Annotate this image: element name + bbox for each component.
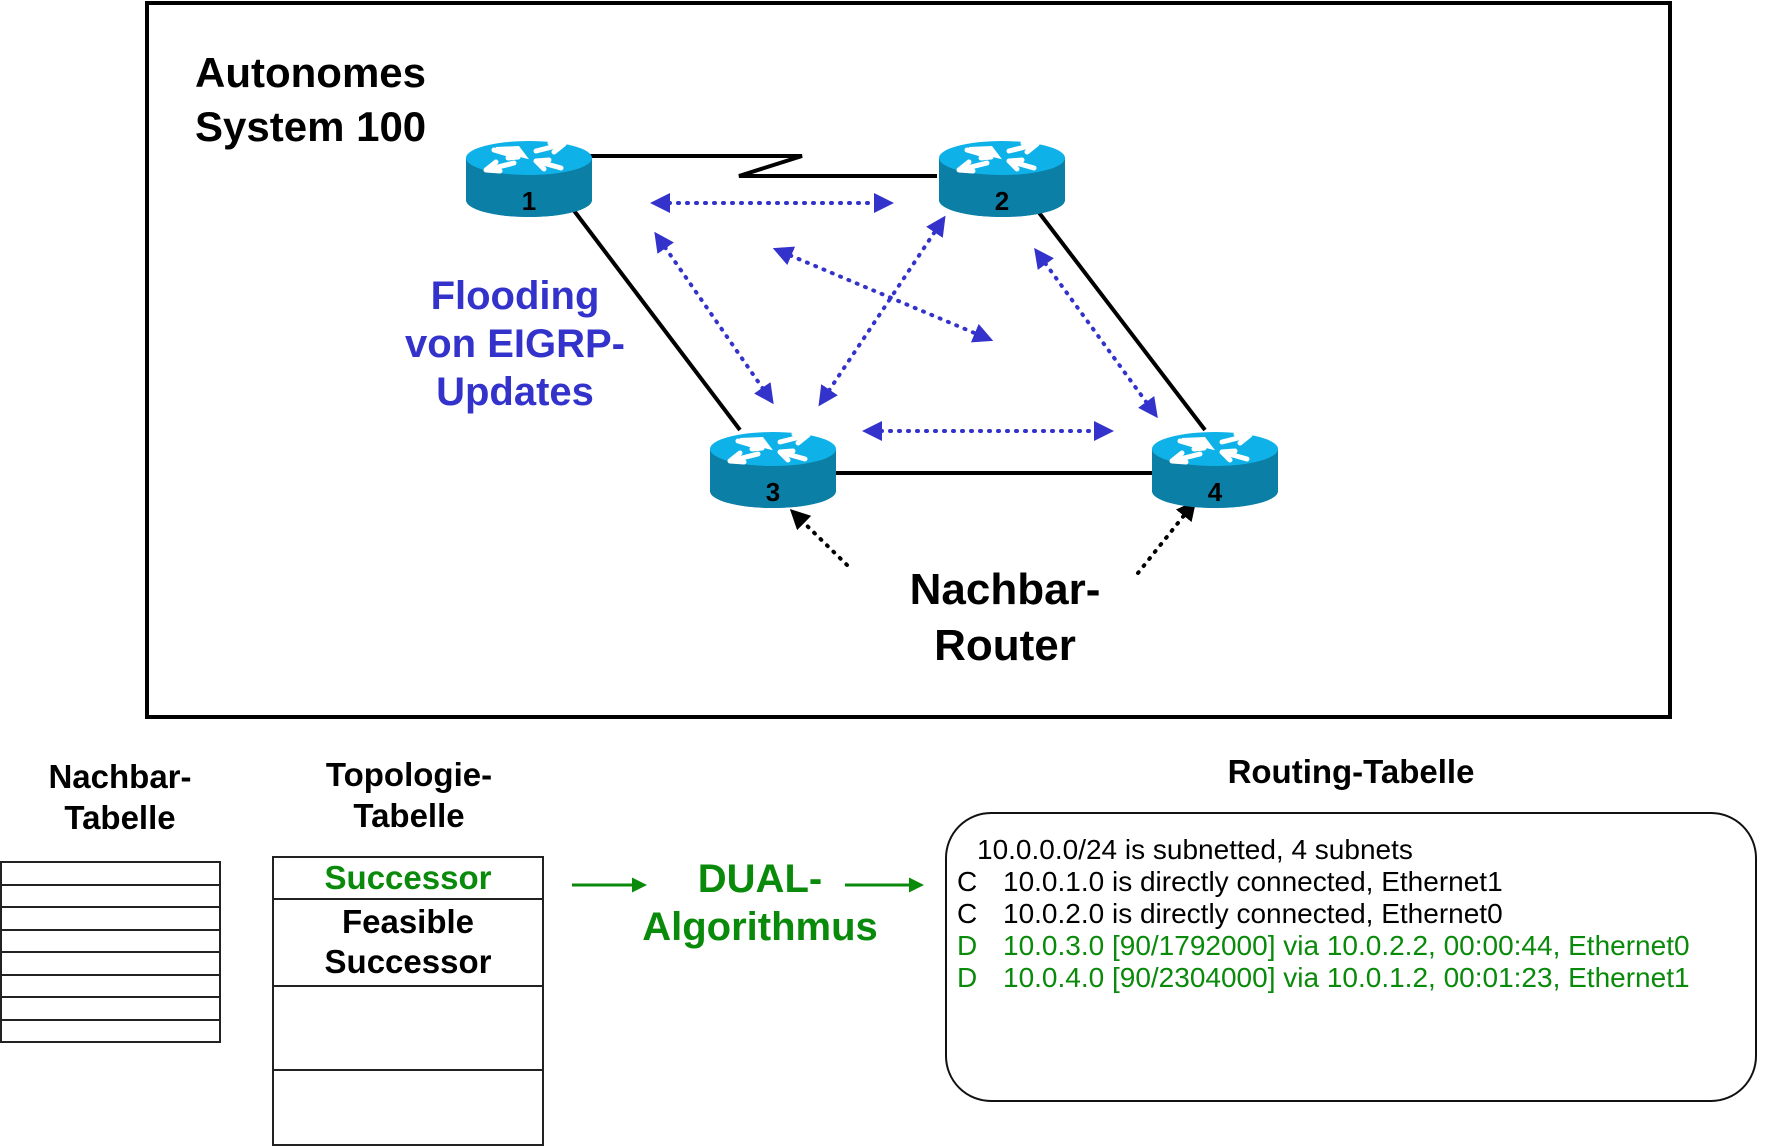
flooding-label: Flooding von EIGRP- Updates — [395, 272, 635, 416]
flooding-line1: Flooding — [430, 274, 600, 318]
flooding-line2: von EIGRP- — [404, 322, 626, 366]
neighbor-table-row — [2, 908, 219, 931]
flood-arrow-3-2 — [818, 215, 946, 407]
feasible-line2: Successor — [324, 943, 492, 980]
neighbor-table-row — [2, 953, 219, 976]
flood-arrow-1-3 — [654, 231, 774, 405]
svg-text:1: 1 — [522, 186, 536, 216]
dual-algorithm-label: DUAL- Algorithmus — [620, 855, 900, 951]
neighbor-router-line1: Nachbar- — [909, 565, 1101, 614]
neighbor-table — [0, 861, 221, 1043]
route-code: D — [957, 930, 978, 961]
topology-feasible-successor-row: Feasible Successor — [274, 900, 542, 987]
neighbor-table-title: Nachbar- Tabelle — [0, 756, 240, 838]
feasible-line1: Feasible — [341, 903, 475, 940]
router-3-icon: 3 — [710, 432, 836, 508]
routing-table-row: D 10.0.4.0 [90/2304000] via 10.0.1.2, 00:… — [957, 960, 1690, 996]
neighbor-router-label: Nachbar- Router — [870, 562, 1140, 674]
route-text: 10.0.1.0 is directly connected, Ethernet… — [1003, 866, 1503, 897]
routing-table-row: C 10.0.2.0 is directly connected, Etherne… — [957, 896, 1503, 932]
route-code: D — [957, 962, 978, 993]
flooding-line3: Updates — [436, 370, 594, 414]
routing-table-row: 10.0.0.0/24 is subnetted, 4 subnets — [977, 832, 1413, 868]
svg-text:3: 3 — [766, 477, 780, 507]
route-code: C — [957, 898, 978, 929]
router-1-icon: 1 — [466, 141, 592, 217]
topology-table-title-line1: Topologie- — [325, 756, 493, 793]
link-2-4 — [1035, 208, 1207, 432]
flood-arrow-2-4 — [1034, 247, 1158, 419]
router-4-icon: 4 — [1152, 432, 1278, 508]
neighbor-table-row — [2, 886, 219, 908]
topology-table-title-line2: Tabelle — [353, 797, 465, 834]
topology-table-title: Topologie- Tabelle — [272, 754, 546, 836]
route-text: 10.0.2.0 is directly connected, Ethernet… — [1003, 898, 1503, 929]
route-code: C — [957, 866, 978, 897]
neighbor-table-row — [2, 863, 219, 886]
route-text: 10.0.0.0/24 is subnetted, 4 subnets — [977, 834, 1413, 865]
flood-arrow-cross — [772, 246, 994, 343]
dual-line2: Algorithmus — [642, 905, 878, 949]
topology-table: Successor Feasible Successor — [272, 856, 544, 1146]
neighbor-table-title-line2: Tabelle — [64, 799, 176, 836]
neighbor-pointer-3 — [789, 509, 849, 567]
neighbor-table-title-line1: Nachbar- — [48, 758, 192, 795]
route-text: 10.0.3.0 [90/1792000] via 10.0.2.2, 00:0… — [1003, 930, 1690, 961]
route-text: 10.0.4.0 [90/2304000] via 10.0.1.2, 00:0… — [1003, 962, 1690, 993]
neighbor-pointer-4 — [1136, 500, 1197, 575]
as-title-line1: Autonomes — [195, 49, 426, 96]
topology-empty-row — [274, 987, 542, 1071]
routing-table-row: C 10.0.1.0 is directly connected, Etherne… — [957, 864, 1503, 900]
routing-table-row: D 10.0.3.0 [90/1792000] via 10.0.2.2, 00:… — [957, 928, 1690, 964]
neighbor-table-row — [2, 931, 219, 953]
dual-line1: DUAL- — [697, 857, 823, 901]
neighbor-table-row — [2, 998, 219, 1021]
neighbor-table-row — [2, 1021, 219, 1042]
svg-text:2: 2 — [995, 186, 1009, 216]
autonomous-system-title: Autonomes System 100 — [195, 46, 426, 154]
neighbor-table-row — [2, 976, 219, 998]
topology-successor-row: Successor — [274, 858, 542, 900]
svg-text:4: 4 — [1208, 477, 1223, 507]
router-2-icon: 2 — [939, 141, 1065, 217]
as-title-line2: System 100 — [195, 103, 427, 150]
neighbor-router-line2: Router — [934, 621, 1076, 670]
routing-table-title: Routing-Tabelle — [1227, 753, 1475, 790]
link-1-2-serial — [589, 154, 937, 178]
